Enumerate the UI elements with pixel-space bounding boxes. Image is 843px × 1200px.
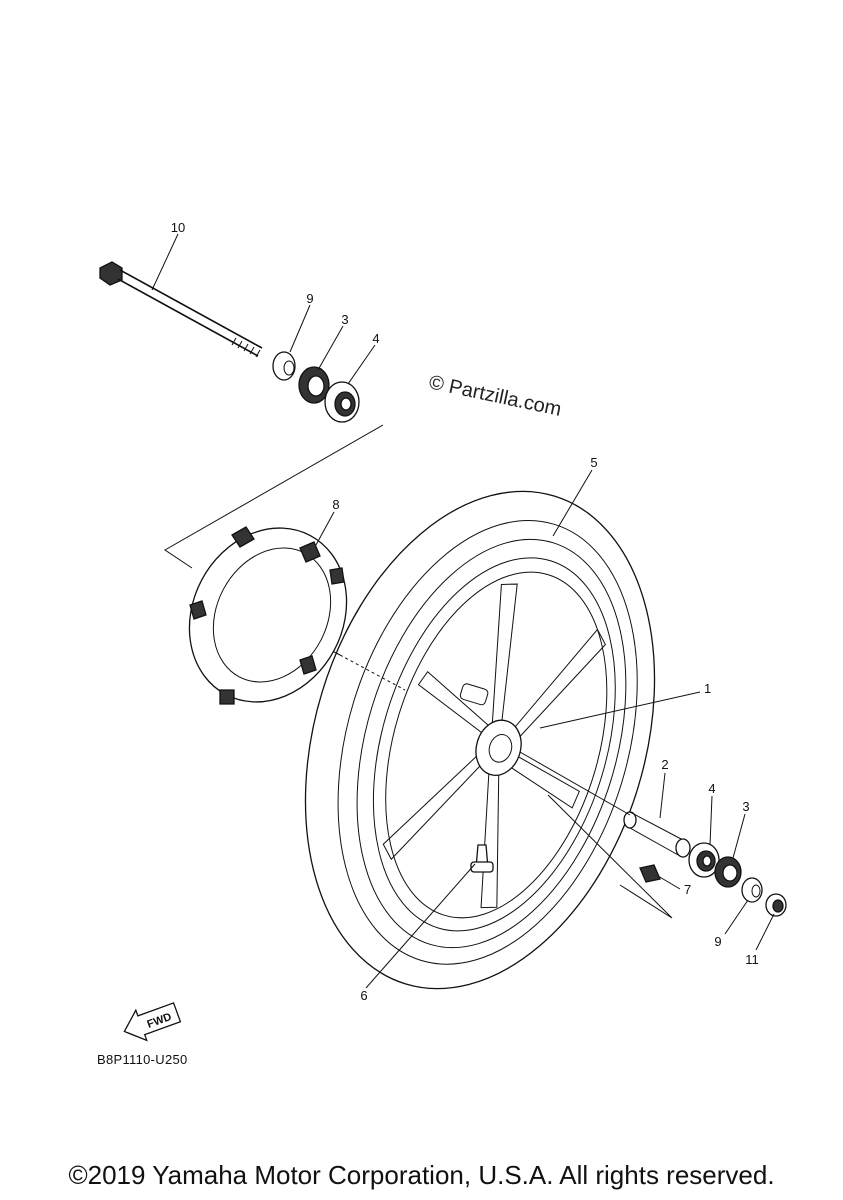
leader-lines (151, 233, 775, 989)
oil-seal-lower[interactable] (714, 856, 742, 888)
diagram-code: B8P1110-U250 (97, 1052, 188, 1067)
callout-6: 6 (360, 988, 367, 1003)
copyright-notice: ©2019 Yamaha Motor Corporation, U.S.A. A… (68, 1160, 775, 1190)
collar-lower[interactable] (741, 877, 763, 903)
callout-2: 2 (661, 757, 668, 772)
reference-line-lower (547, 794, 673, 919)
valve-stem[interactable] (470, 844, 494, 873)
wheel-spokes (382, 583, 607, 909)
callout-4-lower: 4 (708, 781, 715, 796)
bearing-lower[interactable] (688, 842, 720, 878)
collar-tube[interactable] (623, 811, 691, 858)
fwd-arrow: FWD (123, 1002, 182, 1042)
callout-8: 8 (332, 497, 339, 512)
axle-nut[interactable] (765, 893, 787, 917)
front-wheel-assembly[interactable] (248, 448, 713, 1032)
hub-window (459, 683, 489, 706)
rim-inner (372, 557, 616, 932)
callout-10: 10 (171, 220, 185, 235)
watermark: © Partzilla.com (427, 371, 563, 421)
callout-7: 7 (684, 882, 691, 897)
callout-3-upper: 3 (341, 312, 348, 327)
callout-9-upper: 9 (306, 291, 313, 306)
callout-3-lower: 3 (742, 799, 749, 814)
tire-inner-edge (337, 519, 638, 965)
callout-1: 1 (704, 681, 711, 696)
callout-5: 5 (590, 455, 597, 470)
rim-flange (356, 538, 627, 949)
callout-11: 11 (745, 952, 759, 967)
callout-4-upper: 4 (372, 331, 379, 346)
sensor-rotor-ring[interactable] (160, 500, 377, 729)
reference-line-upper (164, 424, 384, 569)
callout-9-lower: 9 (714, 934, 721, 949)
axle-thread (231, 337, 261, 358)
bearing-upper[interactable] (324, 381, 360, 423)
hub (475, 719, 522, 776)
balance-weight[interactable] (639, 864, 661, 883)
center-line-lower (519, 751, 631, 816)
rim-well (385, 571, 608, 919)
collar-upper[interactable] (272, 351, 296, 381)
center-line-dotted (339, 654, 406, 691)
wheel-axle[interactable] (99, 261, 263, 358)
oil-seal-upper[interactable] (298, 366, 330, 404)
hub-bore (488, 734, 513, 763)
